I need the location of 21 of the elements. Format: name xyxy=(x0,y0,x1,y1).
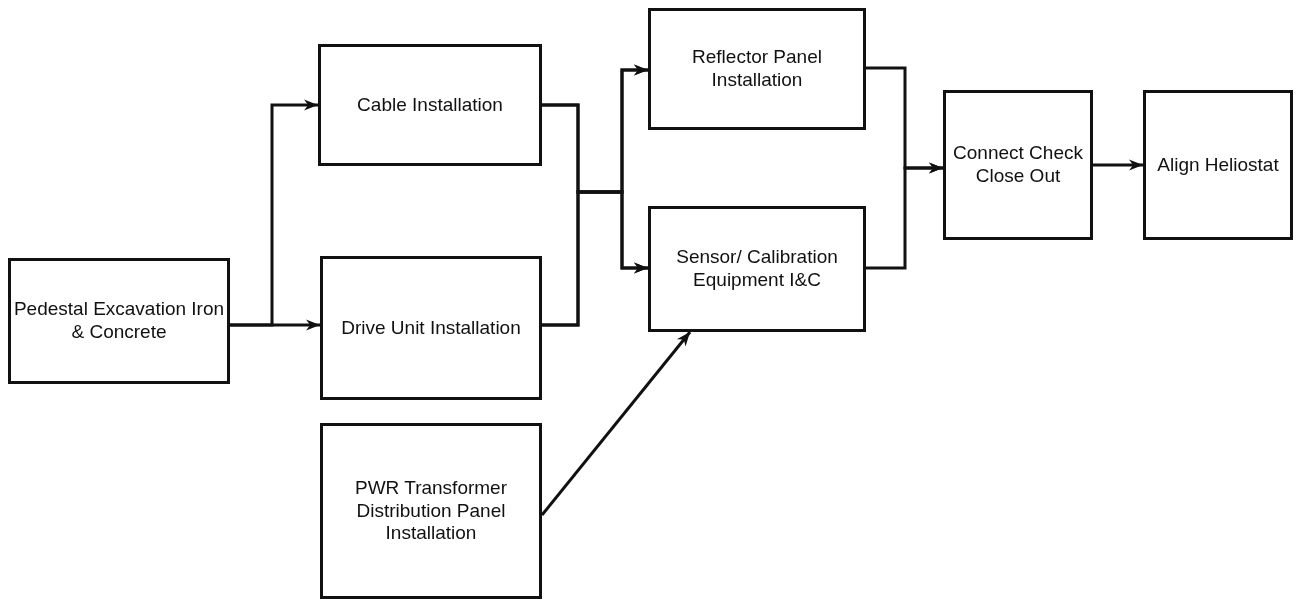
arrow xyxy=(230,319,320,331)
process-box xyxy=(648,206,866,332)
process-box xyxy=(318,44,542,166)
box-label: Reflector Panel Installation xyxy=(691,46,823,92)
box-label: Drive Unit Installation xyxy=(341,316,521,340)
process-box xyxy=(1143,90,1293,240)
box-label: PWR Transformer Distribution Panel Installation xyxy=(354,476,508,546)
process-box xyxy=(943,90,1093,240)
box-label: Pedestal Excavation Iron & Concrete xyxy=(13,298,225,344)
arrow xyxy=(1093,159,1143,171)
process-box xyxy=(648,8,866,130)
box-label: Sensor/ Calibration Equipment I&C xyxy=(675,246,839,292)
box-label: Connect Check Close Out xyxy=(952,142,1084,188)
arrow xyxy=(866,162,943,270)
arrow xyxy=(540,331,692,516)
box-label: Cable Installation xyxy=(357,93,503,117)
process-box xyxy=(320,423,542,599)
process-box xyxy=(320,256,542,400)
process-box xyxy=(8,258,230,384)
arrow xyxy=(542,190,648,327)
box-label: Align Heliostat xyxy=(1157,153,1279,177)
